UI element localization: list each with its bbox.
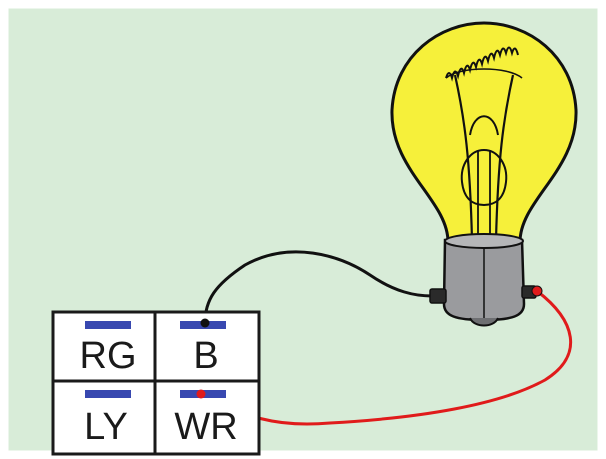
- filament: [445, 46, 519, 82]
- terminal-block: RG B LY WR: [51, 310, 261, 456]
- stem-arch: [469, 115, 499, 136]
- terminal-label-ly: LY: [84, 406, 128, 448]
- terminal-label-b: B: [193, 335, 218, 377]
- terminal-label-rg: RG: [80, 335, 137, 377]
- filament-inner-arc: [445, 68, 523, 79]
- bulb-side-contact: [429, 288, 447, 304]
- filament-support-right: [494, 74, 515, 241]
- black-wire-connection-dot: [200, 318, 210, 328]
- terminal-marker-ly: [85, 390, 131, 398]
- stem-bulge: [460, 148, 508, 207]
- red-contact-dot: [531, 285, 543, 297]
- filament-support-left: [453, 74, 474, 241]
- terminal-label-wr: WR: [174, 406, 237, 448]
- bulb-glass: [390, 21, 578, 244]
- red-wire-connection-dot: [196, 389, 206, 399]
- base-bottom-contact: [469, 317, 499, 327]
- terminal-marker-rg: [85, 321, 131, 329]
- black-wire: [203, 250, 434, 325]
- bulb-base-rim: [444, 233, 524, 249]
- light-bulb-icon: [390, 21, 578, 327]
